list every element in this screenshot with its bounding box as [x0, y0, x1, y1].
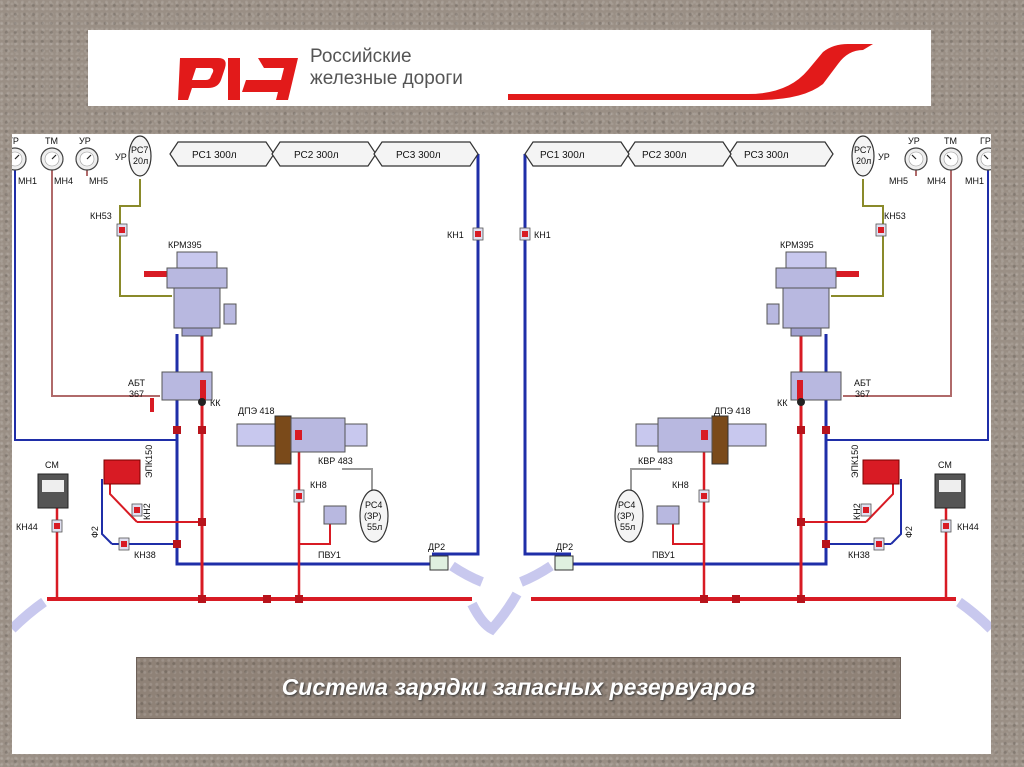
left-krm395-device: КРМ395: [144, 240, 237, 337]
right-mn5-label: МН5: [889, 176, 908, 186]
left-rc7: РС7 20л УР: [115, 135, 152, 177]
left-kn38-icon: [118, 537, 130, 551]
left-dr2-label: ДР2: [428, 542, 445, 552]
left-f2-label: Ф2: [90, 526, 100, 538]
slide-caption: Система зарядки запасных резервуаров: [281, 674, 756, 700]
left-cm: СМ: [37, 460, 69, 509]
left-kn8-icon: [293, 489, 305, 503]
right-abt-label-2: 367: [855, 389, 870, 399]
left-pipes: [14, 154, 480, 601]
right-rc4-label-1: РС4: [618, 500, 635, 510]
left-kn2-icon: [131, 503, 143, 517]
right-rc1-label: РС1 300л: [540, 150, 585, 161]
right-gauge-tm-label: ТМ: [944, 136, 957, 146]
left-dpe-label: ДПЭ 418: [238, 406, 275, 416]
left-abt-label-1: АБТ: [128, 378, 146, 388]
right-dr2-label: ДР2: [556, 542, 573, 552]
right-abt-label-1: АБТ: [854, 378, 872, 388]
left-rc7-tag: УР: [115, 152, 127, 162]
right-gauge-gr-label: ГР: [980, 136, 991, 146]
left-rc4-label-1: РС4: [365, 500, 382, 510]
left-kn53-label: КН53: [90, 211, 112, 221]
right-kn2-label: КН2: [852, 503, 862, 520]
left-kn53-icon: [116, 223, 128, 237]
left-pvu1-device: ПВУ1: [318, 505, 347, 560]
left-abt-label-2: 367: [129, 389, 144, 399]
left-epk150: ЭПК150: [103, 445, 154, 485]
left-kn44-label: КН44: [16, 522, 38, 532]
left-rc7-label: РС7: [131, 145, 148, 155]
left-kn38-label: КН38: [134, 550, 156, 560]
right-rc2-label: РС2 300л: [642, 150, 687, 161]
right-kn38-label: КН38: [848, 550, 870, 560]
left-gauge-tm-label: ТМ: [45, 136, 58, 146]
left-kk-label: КК: [210, 398, 221, 408]
caption-box: Система зарядки запасных резервуаров: [136, 657, 901, 719]
left-dr2: ДР2: [428, 542, 449, 571]
left-gauge-gr-label: ГР: [12, 136, 19, 146]
left-rc1-label: РС1 300л: [192, 150, 237, 161]
right-kn1-label: КН1: [534, 230, 551, 240]
left-pvu-label: ПВУ1: [318, 550, 341, 560]
right-epk-label: ЭПК150: [850, 445, 860, 478]
header-banner: Российские железные дороги: [88, 30, 931, 106]
right-kn8-label: КН8: [672, 480, 689, 490]
left-rc2-label: РС2 300л: [294, 150, 339, 161]
left-rc7-size: 20л: [133, 156, 148, 166]
left-rc3-label: РС3 300л: [396, 150, 441, 161]
right-dpe-label: ДПЭ 418: [714, 406, 751, 416]
right-kvr-label: КВР 483: [638, 456, 673, 466]
left-epk-label: ЭПК150: [144, 445, 154, 478]
left-kn2-label: КН2: [142, 503, 152, 520]
right-rc4-label-3: 55л: [620, 522, 635, 532]
left-mn4-label: МН4: [54, 176, 73, 186]
right-gauge-ur-label: УР: [908, 136, 920, 146]
right-krm-label: КРМ395: [780, 240, 814, 250]
left-gauge-ur-icon: [75, 147, 99, 171]
left-kn1-icon: [472, 227, 484, 241]
left-rc4-label-3: 55л: [367, 522, 382, 532]
right-kn44-label: КН44: [957, 522, 979, 532]
right-pvu-label: ПВУ1: [652, 550, 675, 560]
left-mn1-label: МН1: [18, 176, 37, 186]
left-kn8-label: КН8: [310, 480, 327, 490]
left-kn1-label: КН1: [447, 230, 464, 240]
left-rc4-label-2: (ЗР): [364, 511, 381, 521]
left-cm-label: СМ: [45, 460, 59, 470]
left-abt367-device: АБТ 367 КК: [128, 371, 221, 412]
left-rc4: РС4 (ЗР) 55л: [359, 489, 389, 543]
left-kvr-label: КВР 483: [318, 456, 353, 466]
left-krm-label: КРМ395: [168, 240, 202, 250]
right-mn1-label: МН1: [965, 176, 984, 186]
left-half: РС1 300л РС2 300л РС3 300л ГР ТМ УР МН1 …: [12, 135, 522, 636]
right-rc7-size: 20л: [856, 156, 871, 166]
right-mn4-label: МН4: [927, 176, 946, 186]
left-kn44-icon: [51, 519, 63, 533]
right-f2-label: Ф2: [904, 526, 914, 538]
company-name-line2: железные дороги: [310, 68, 463, 89]
left-gauge-tm-icon: [40, 147, 64, 171]
left-reservoirs: РС1 300л РС2 300л РС3 300л: [169, 141, 479, 167]
right-cm-label: СМ: [938, 460, 952, 470]
left-gauge-ur-label: УР: [79, 136, 91, 146]
right-rc7-label: РС7: [854, 145, 871, 155]
diagram-panel: РС1 300л РС2 300л РС3 300л ГР ТМ УР МН1 …: [12, 134, 991, 754]
right-rc7-tag: УР: [878, 152, 890, 162]
right-rc4-label-2: (ЗР): [617, 511, 634, 521]
right-rc3-label: РС3 300л: [744, 150, 789, 161]
left-mn5-label: МН5: [89, 176, 108, 186]
right-half: РС1 300л РС2 300л РС3 300л ГР ТМ УР МН1 …: [519, 135, 991, 633]
rzd-logo: [178, 44, 873, 100]
left-gauge-gr-icon: [12, 147, 27, 171]
right-kk-label: КК: [777, 398, 788, 408]
brake-system-diagram: РС1 300л РС2 300л РС3 300л ГР ТМ УР МН1 …: [12, 135, 991, 636]
left-dpe418-device: ДПЭ 418 КВР 483: [236, 406, 368, 466]
right-kn53-label: КН53: [884, 211, 906, 221]
left-gauges: ГР ТМ УР МН1 МН4 МН5: [12, 136, 108, 186]
company-name-line1: Российские: [310, 46, 412, 67]
